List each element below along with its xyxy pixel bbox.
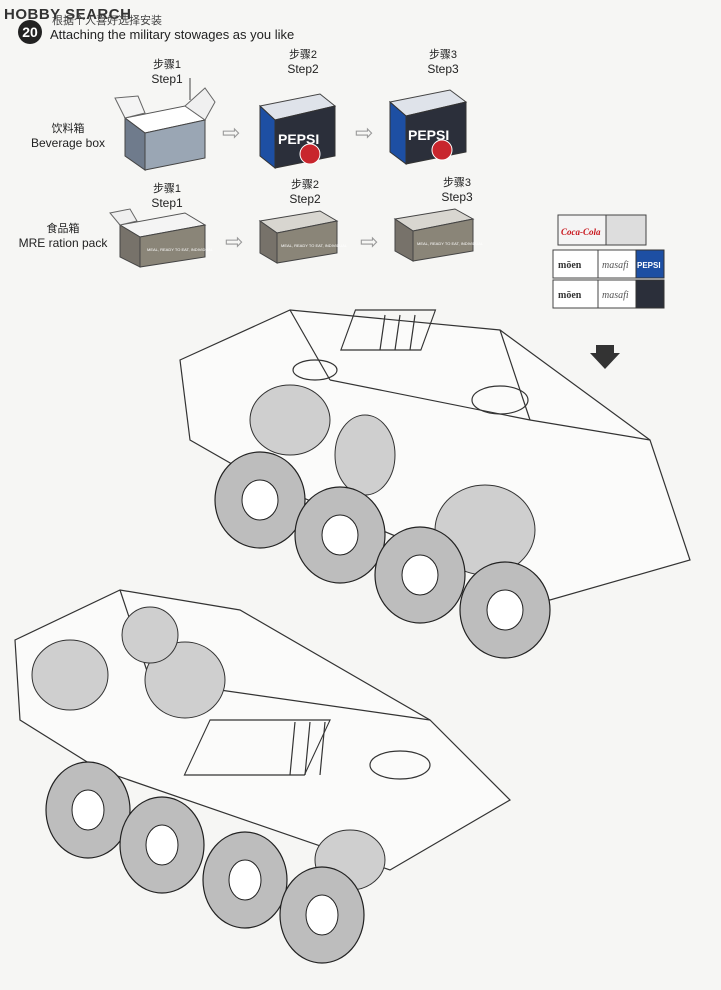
mre-box-text: MEAL, READY TO EAT, INDIVIDUAL [281,243,348,248]
beverage-step1-cn: 步骤1 [152,59,182,71]
cola-label: Coca-Cola [561,227,601,237]
vehicle-lower-illustration [14,589,511,964]
arrow-right-icon: ⇨ [355,120,373,145]
beverage-box-final: PEPSI [388,89,468,165]
beverage-step3-cn: 步骤3 [428,49,458,61]
beverage-box-open [114,78,216,171]
beverage-box-closed: PEPSI [258,93,337,170]
arrow-right-icon: ⇨ [225,229,243,254]
mre-box-text: MEAL, READY TO EAT, INDIVIDUAL [417,241,484,246]
watermark-logo: HOBBY SEARCH [4,6,131,23]
beverage-step2-label: 步骤2 Step2 [278,48,328,76]
pepsi-stack-label: PEPSI [637,261,661,270]
mre-box-steps: MEAL, READY TO EAT, INDIVIDUAL ⇨ MEAL, R… [109,208,484,268]
mre-box-open: MEAL, READY TO EAT, INDIVIDUAL [109,208,214,268]
mre-step3-cn: 步骤3 [442,177,472,189]
moen-label: mōen [558,290,582,301]
beverage-label-en: Beverage box [30,136,106,150]
beverage-step2-en: Step2 [287,62,319,76]
mre-step2-cn: 步骤2 [290,179,320,191]
watermark-text: HOBBY SEARCH [4,6,132,23]
mre-step2-en: Step2 [289,192,321,206]
stowage-stack-illustration: Coca-Cola mōen masafi PEPSI mōen masafi [552,214,665,309]
pepsi-text: PEPSI [278,131,319,147]
beverage-step1-label: 步骤1 Step1 [142,58,192,86]
beverage-step1-en: Step1 [151,72,183,86]
header-title-en: Attaching the military stowages as you l… [50,27,295,42]
mre-step3-en: Step3 [441,190,473,204]
mre-step2-label: 步骤2 Step2 [280,178,330,206]
mre-step1-en: Step1 [151,196,183,210]
mre-step3-label: 步骤3 Step3 [432,176,482,204]
mre-step1-label: 步骤1 Step1 [142,182,192,210]
mre-step1-cn: 步骤1 [152,183,182,195]
mre-label-cn: 食品箱 [46,223,80,235]
masafi-label: masafi [602,260,629,271]
beverage-step3-en: Step3 [427,62,459,76]
beverage-box-steps: ⇨ PEPSI ⇨ PEPSI [114,78,468,171]
pepsi-text: PEPSI [408,127,449,143]
beverage-label-cn: 饮料箱 [51,123,85,135]
mre-row-label: 食品箱 MRE ration pack [18,222,108,250]
vehicle-upper-illustration [179,309,691,659]
beverage-step3-label: 步骤3 Step3 [418,48,468,76]
step-number-badge: 20 [18,20,42,44]
masafi-label: masafi [602,290,629,301]
arrow-right-icon: ⇨ [360,229,378,254]
beverage-step2-cn: 步骤2 [288,49,318,61]
mre-box-closed: MEAL, READY TO EAT, INDIVIDUAL [258,210,348,264]
arrow-right-icon: ⇨ [222,120,240,145]
beverage-row-label: 饮料箱 Beverage box [28,122,108,150]
header-title-cn: 根据个人喜好选择安装 [52,15,162,27]
down-arrow-icon [590,345,620,369]
mre-box-text: MEAL, READY TO EAT, INDIVIDUAL [147,247,214,252]
moen-label: mōen [558,260,582,271]
mre-box-final: MEAL, READY TO EAT, INDIVIDUAL [393,208,484,262]
mre-label-en: MRE ration pack [18,236,108,250]
